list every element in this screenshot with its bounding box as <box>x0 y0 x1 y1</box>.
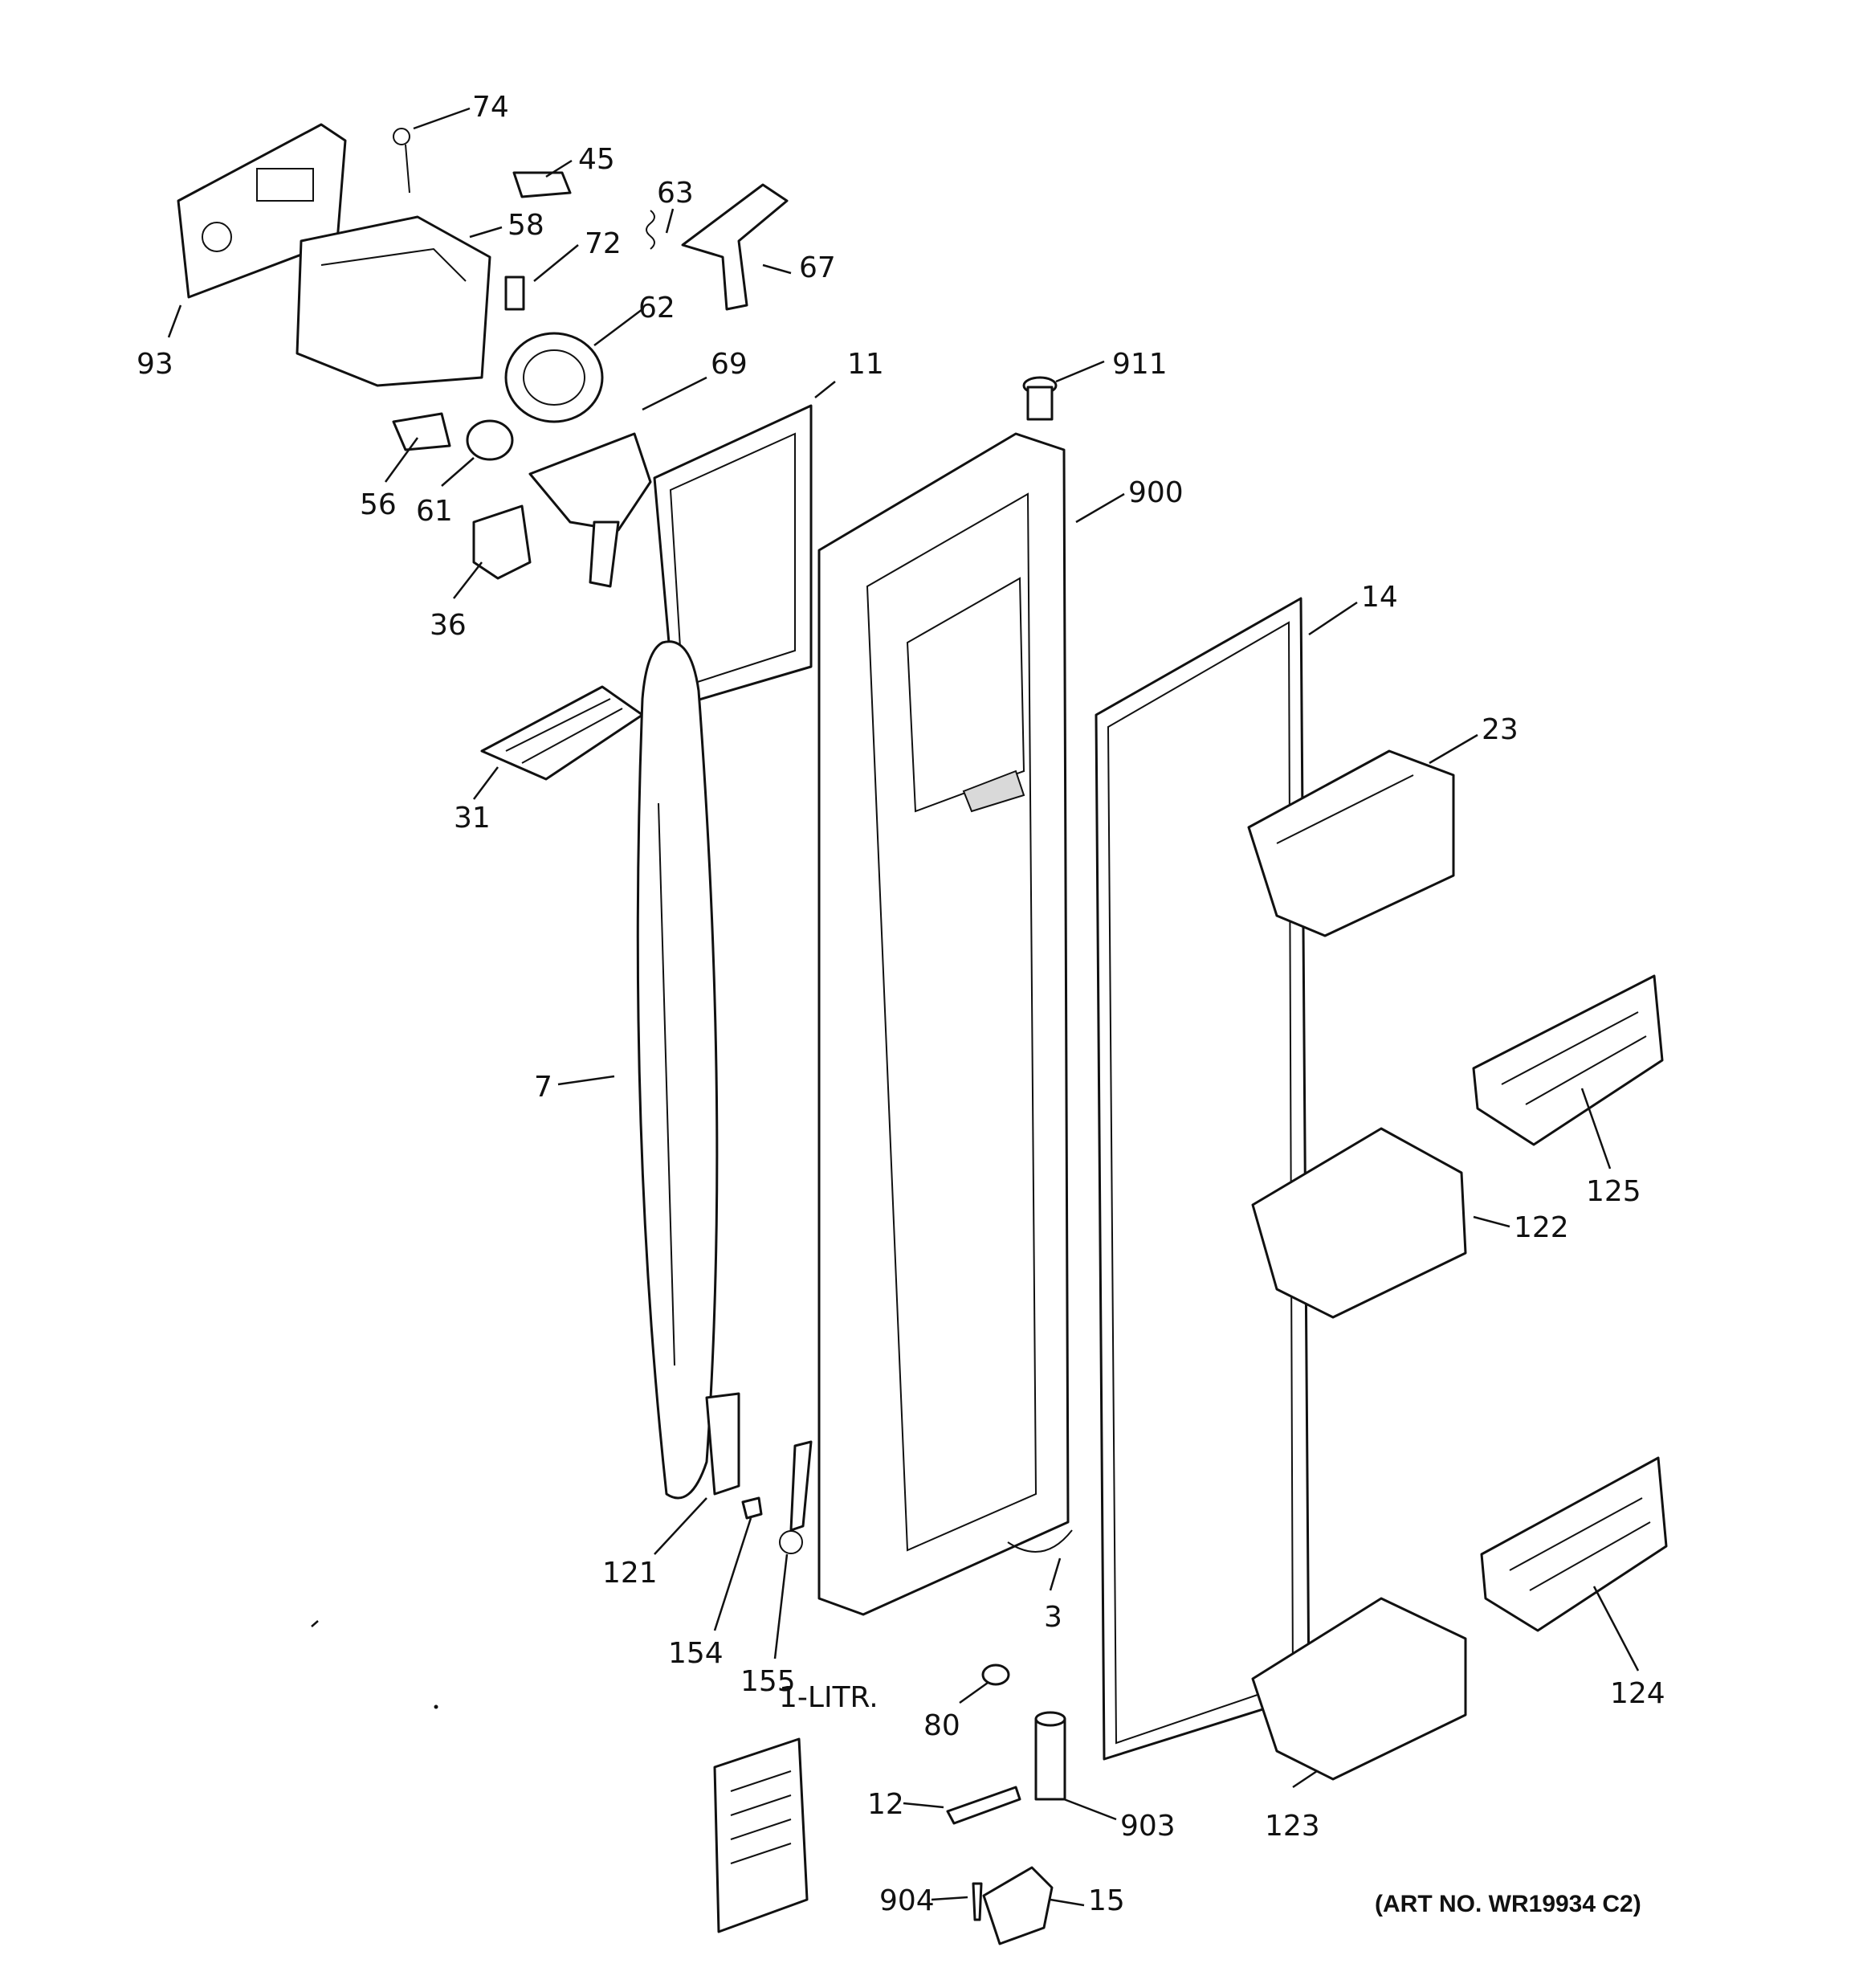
part-58-dispenser-housing <box>296 215 491 387</box>
callout-67: 67 <box>799 251 836 284</box>
callout-72: 72 <box>585 227 622 260</box>
part-74-spring <box>393 128 410 194</box>
leader-lines <box>167 107 1640 1907</box>
part-123-bin <box>1251 1597 1467 1781</box>
part-93-control-board <box>177 123 347 299</box>
callout-900: 900 <box>1128 476 1184 509</box>
part-31-drip-tray <box>480 685 644 781</box>
callout-123: 123 <box>1265 1810 1320 1843</box>
callout-911: 911 <box>1112 348 1168 381</box>
callout-58: 58 <box>508 209 544 242</box>
part-121-hinge-bracket <box>705 1392 740 1496</box>
callout-93: 93 <box>137 348 173 381</box>
callout-69: 69 <box>711 348 748 381</box>
part-154-screw <box>741 1496 763 1520</box>
callout-3: 3 <box>1044 1601 1062 1634</box>
callout-45: 45 <box>578 143 615 176</box>
callout-14: 14 <box>1361 581 1398 614</box>
part-124-wire-shelf <box>1480 1456 1668 1632</box>
part-911-cap <box>1022 376 1058 421</box>
callout-1-litr: 1-LITR. <box>779 1681 879 1714</box>
callout-80: 80 <box>923 1709 960 1742</box>
part-904-screw <box>972 1882 983 1921</box>
callout-903: 903 <box>1120 1810 1176 1843</box>
callout-15: 15 <box>1088 1884 1125 1917</box>
callout-12: 12 <box>867 1788 904 1821</box>
callout-155: 155 <box>740 1665 796 1698</box>
callout-36: 36 <box>430 609 467 642</box>
callout-122: 122 <box>1514 1211 1569 1244</box>
part-36-bracket <box>472 504 532 580</box>
part-12-plate <box>946 1786 1021 1825</box>
callout-11: 11 <box>847 348 884 381</box>
part-3-wire-harness <box>1007 1529 1073 1553</box>
part-45-bracket <box>512 171 572 198</box>
callout-904: 904 <box>879 1884 935 1917</box>
callout-56: 56 <box>360 488 397 521</box>
callout-74: 74 <box>472 91 509 124</box>
callout-125: 125 <box>1586 1175 1641 1208</box>
callout-121: 121 <box>602 1557 658 1590</box>
stray-dot <box>434 1704 438 1709</box>
callout-23: 23 <box>1482 713 1519 746</box>
part-23-bin <box>1247 749 1455 937</box>
callout-124: 124 <box>1610 1677 1665 1710</box>
part-69-funnel <box>528 432 652 588</box>
part-15-hinge <box>982 1866 1054 1945</box>
callout-61: 61 <box>416 495 453 528</box>
callout-7: 7 <box>534 1071 552 1104</box>
callout-63: 63 <box>657 177 694 210</box>
part-122-bin <box>1251 1127 1467 1319</box>
part-56-light <box>392 412 451 451</box>
part-61-motor <box>466 419 514 461</box>
part-63-spring <box>646 210 655 250</box>
part-903-bushing <box>1034 1711 1066 1801</box>
stray-mark <box>311 1620 319 1627</box>
part-72-switch <box>504 276 525 311</box>
part-1-litr-booklet <box>713 1737 809 1933</box>
art-number: (ART NO. WR19934 C2) <box>1375 1891 1641 1917</box>
part-67-lever <box>681 183 789 311</box>
part-80-plug <box>981 1663 1010 1686</box>
part-14-gasket <box>1095 597 1311 1761</box>
callout-62: 62 <box>638 292 675 325</box>
part-900-door <box>817 432 1070 1616</box>
callout-154: 154 <box>668 1637 724 1670</box>
part-155-wrench <box>779 1440 813 1554</box>
callout-31: 31 <box>454 802 491 835</box>
part-7-handle <box>636 640 719 1500</box>
part-11-frame <box>653 404 813 708</box>
part-125-wire-shelf <box>1472 974 1664 1146</box>
part-62-chute-ring <box>504 332 604 423</box>
